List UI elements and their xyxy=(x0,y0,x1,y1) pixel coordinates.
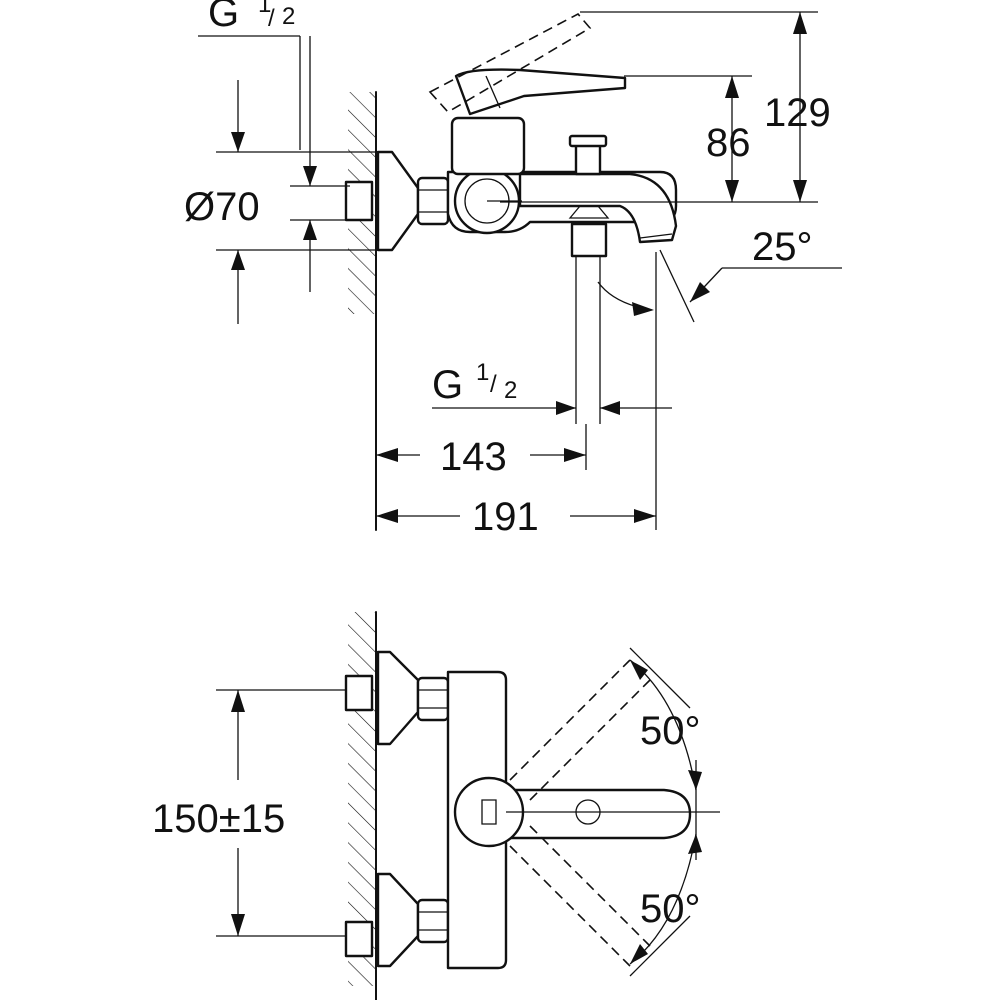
hex-nut-top xyxy=(416,176,450,226)
upper-flange xyxy=(376,650,420,746)
lower-inlet-connector xyxy=(344,920,374,958)
lever-alt-position xyxy=(428,12,592,114)
total-depth-label: 191 xyxy=(472,495,539,539)
outlet-depth-label: 143 xyxy=(440,435,507,479)
svg-text:2: 2 xyxy=(282,3,295,30)
svg-text:G: G xyxy=(432,363,463,407)
outlet-connector xyxy=(570,222,608,258)
svg-text:2: 2 xyxy=(504,377,517,404)
lower-nut xyxy=(416,898,450,944)
svg-text:1: 1 xyxy=(476,359,489,386)
lower-flange xyxy=(376,872,420,968)
spout-angle-label: 25° xyxy=(752,225,813,269)
svg-text:1: 1 xyxy=(258,0,271,18)
spout xyxy=(518,172,678,244)
lever-height-label: 129 xyxy=(764,91,831,135)
inlet-connector xyxy=(344,180,374,222)
upper-nut xyxy=(416,676,450,722)
svg-text:G: G xyxy=(208,0,239,35)
spout-height-label: 86 xyxy=(706,121,751,165)
swivel-down-label: 50° xyxy=(640,887,701,931)
diverter-knob xyxy=(574,142,602,176)
swivel-up-label: 50° xyxy=(640,709,701,753)
wall-flange xyxy=(376,150,420,252)
top-plan-view: 150±15 50° 50° xyxy=(152,611,720,1000)
outlet-thread-label: G 1 / 2 xyxy=(432,359,517,407)
spout-swivel-down xyxy=(509,845,631,967)
side-view: G 1 / 2 Ø70 129 86 25° G 1 / 2 143 191 xyxy=(184,0,842,539)
centers-label: 150±15 xyxy=(152,797,285,841)
upper-inlet-connector xyxy=(344,674,374,712)
lever-housing xyxy=(450,116,526,176)
diameter-label: Ø70 xyxy=(184,185,260,229)
svg-text:/: / xyxy=(268,5,275,32)
svg-text:/: / xyxy=(490,371,497,398)
spout-swivel-up xyxy=(509,659,631,781)
inlet-thread-label: G 1 / 2 xyxy=(208,0,295,35)
